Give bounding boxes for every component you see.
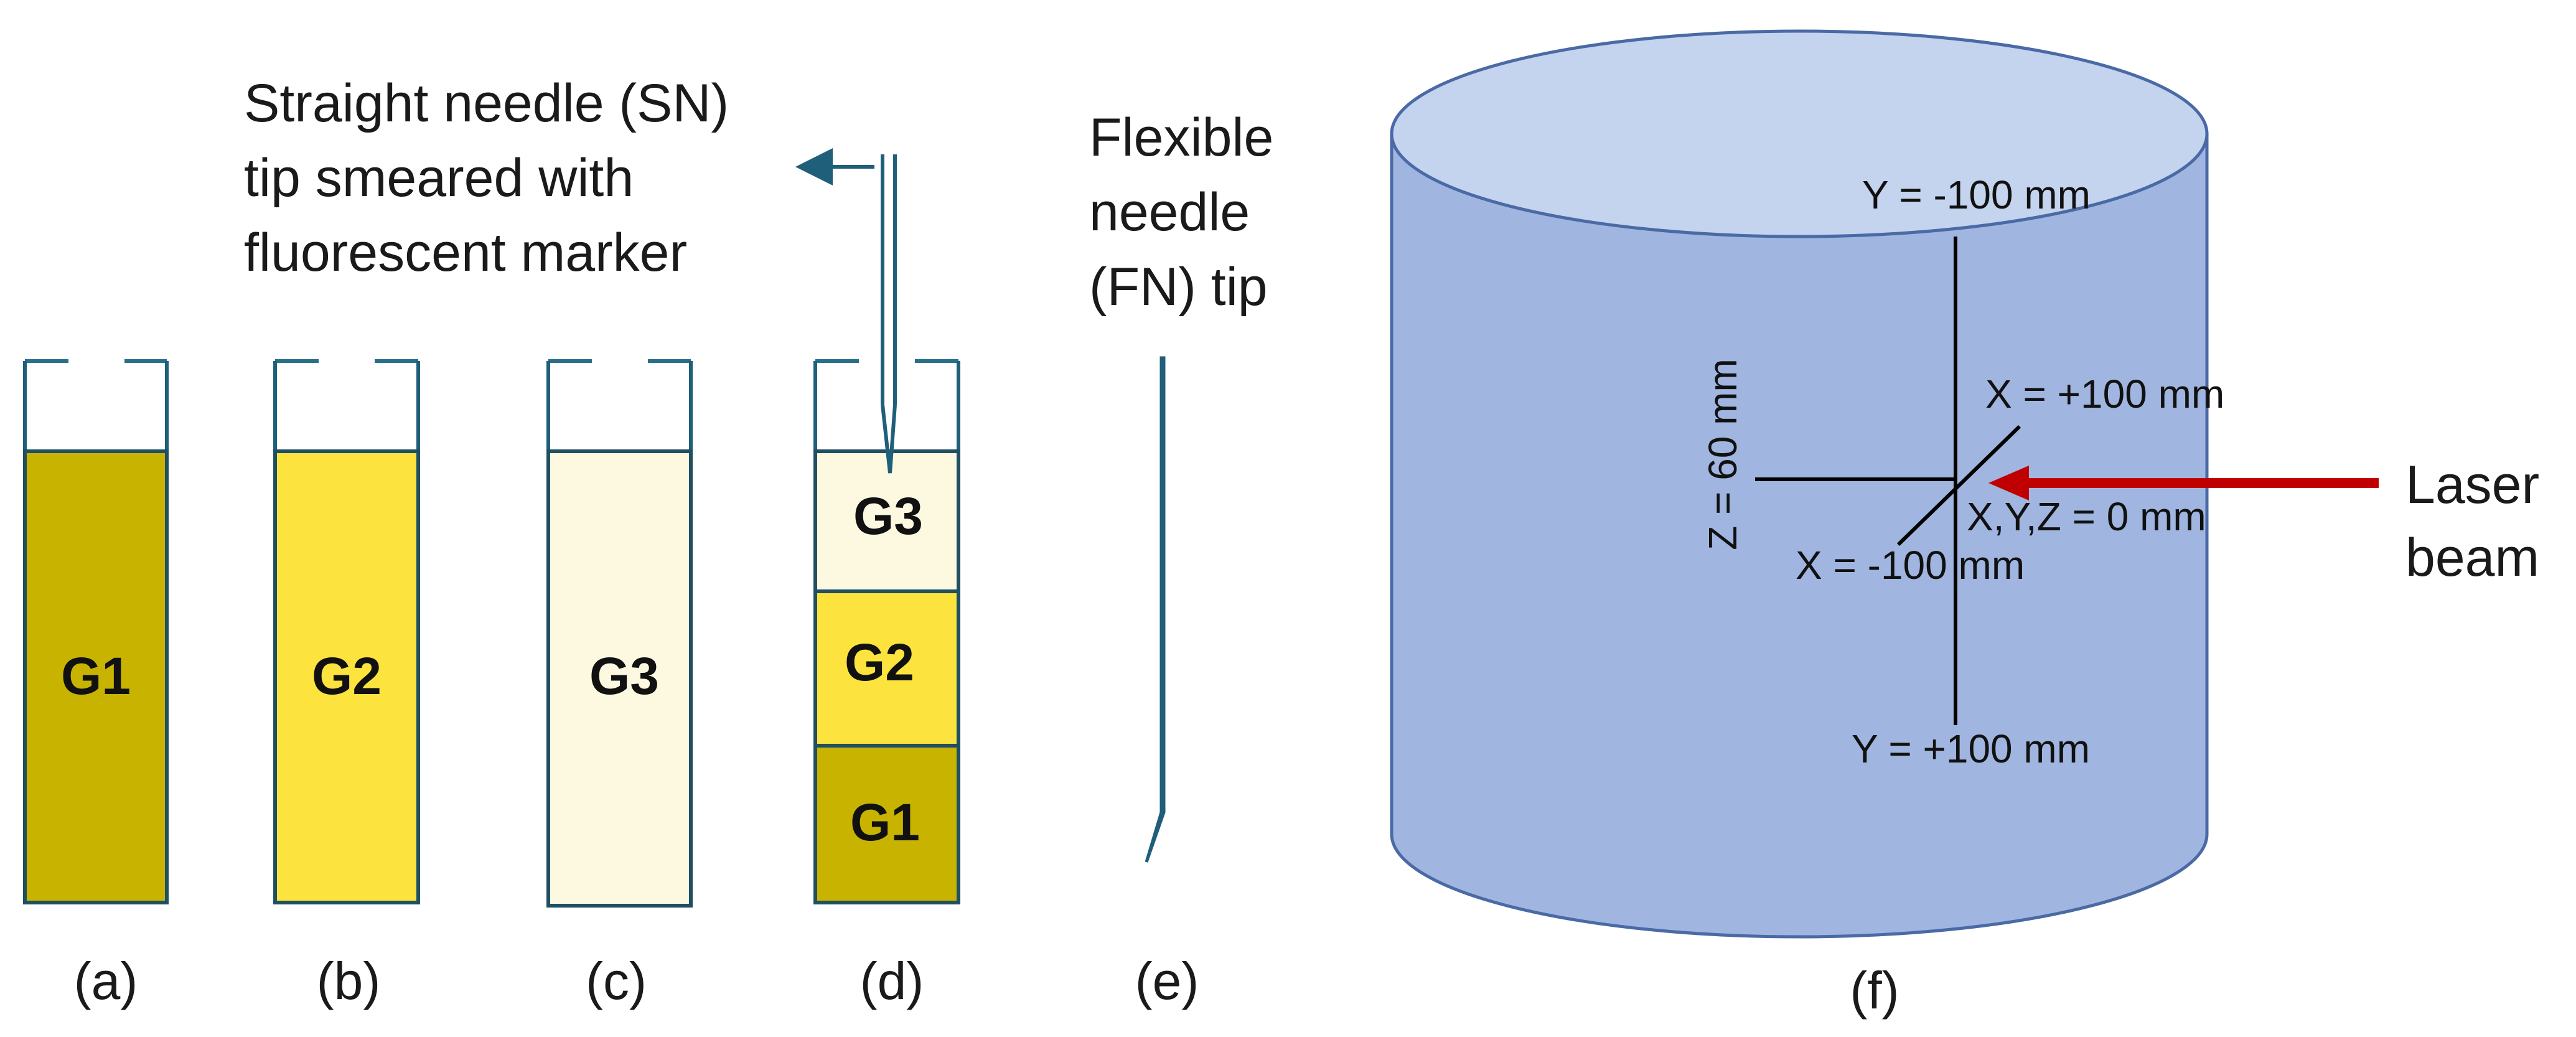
tube-d-layer-g3-label: G3	[853, 487, 923, 545]
laser-beam-arrowhead	[1988, 466, 2029, 500]
laser-beam: Laser beam	[1988, 455, 2539, 588]
tube-c-gel-label: G3	[589, 647, 659, 705]
tube-b: G2 (b)	[273, 359, 420, 1010]
tube-d-layer-g3	[813, 449, 960, 593]
straight-needle-line3: fluorescent marker	[244, 223, 687, 283]
flexible-needle: Flexible needle (FN) tip (e)	[1089, 108, 1273, 1010]
tube-a-gel	[23, 449, 169, 904]
tube-b-gel	[273, 449, 420, 904]
flexible-needle-line3: (FN) tip	[1089, 257, 1268, 317]
x-axis	[1896, 425, 2021, 547]
tube-d: G3 G2 G1 (d)	[813, 359, 960, 1010]
x-plus-label: X = +100 mm	[1985, 372, 2224, 416]
laser-beam-line2: beam	[2405, 528, 2539, 588]
cylinder-caption: (f)	[1850, 961, 1899, 1020]
straight-needle-description: Straight needle (SN) tip smeared with fl…	[244, 73, 729, 283]
cylinder-body	[1390, 132, 2209, 939]
straight-needle-tip	[881, 404, 897, 474]
laser-beam-line1: Laser	[2405, 455, 2539, 515]
straight-needle-line2: tip smeared with	[244, 148, 634, 208]
tube-c-gel	[546, 449, 693, 908]
tube-c-caption: (c)	[586, 952, 647, 1010]
y-plus-label: Y = +100 mm	[1852, 726, 2090, 771]
cylinder: Y = -100 mm Y = +100 mm X = +100 mm X = …	[1390, 29, 2224, 1020]
flexible-needle-line2: needle	[1089, 182, 1250, 242]
tube-a-gel-label: G1	[61, 647, 131, 705]
tube-b-caption: (b)	[317, 952, 381, 1010]
tube-d-layer-g2	[813, 589, 960, 748]
flexible-needle-caption: (e)	[1135, 952, 1199, 1010]
straight-needle	[795, 148, 897, 474]
tube-d-caption: (d)	[860, 952, 924, 1010]
tube-a: G1 (a)	[23, 359, 169, 1010]
z-label: Z = 60 mm	[1700, 359, 1745, 550]
tube-a-caption: (a)	[74, 952, 138, 1010]
flexible-needle-shape	[1145, 356, 1166, 863]
tube-c: G3 (c)	[546, 359, 693, 1010]
straight-needle-line1: Straight needle (SN)	[244, 73, 729, 133]
x-minus-label: X = -100 mm	[1796, 543, 2025, 588]
cylinder-top	[1390, 29, 2209, 238]
tube-b-gel-label: G2	[312, 647, 382, 705]
tube-d-layer-g2-label: G2	[845, 633, 914, 692]
y-minus-label: Y = -100 mm	[1862, 172, 2091, 217]
tube-d-layer-g1	[813, 744, 960, 904]
flexible-needle-line1: Flexible	[1089, 108, 1273, 167]
tube-d-layer-g1-label: G1	[850, 793, 920, 852]
origin-label: X,Y,Z = 0 mm	[1967, 494, 2206, 539]
